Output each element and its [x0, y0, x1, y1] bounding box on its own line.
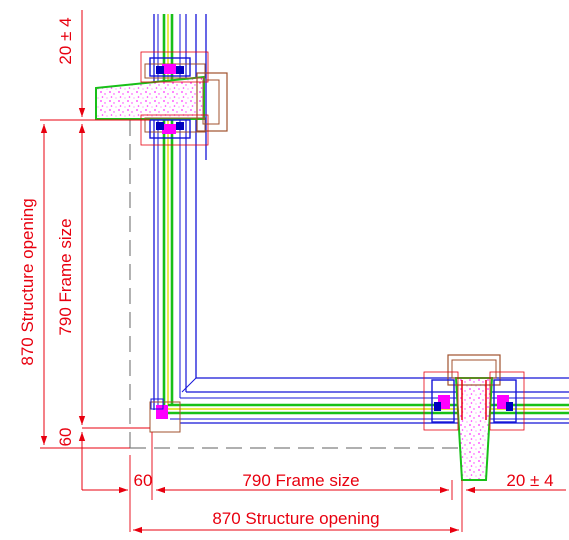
- vertical-frame-profile: [153, 14, 207, 410]
- bottom-offset-label: 60: [134, 471, 153, 490]
- left-frame-size-label: 790 Frame size: [56, 218, 75, 335]
- horizontal-frame-profile: [168, 377, 569, 424]
- left-structure-opening-label: 870 Structure opening: [18, 198, 37, 365]
- dimension-labels: 20 ± 4 870 Structure opening 790 Frame s…: [18, 17, 554, 528]
- right-tolerance-label: 20 ± 4: [506, 471, 553, 490]
- structure-outline: [129, 120, 460, 449]
- dimension-lines: [40, 10, 566, 534]
- bottom-frame-size-label: 790 Frame size: [242, 471, 359, 490]
- bottom-structure-opening-label: 870 Structure opening: [212, 509, 379, 528]
- left-offset-label: 60: [56, 428, 75, 447]
- top-slab-node: [95, 51, 228, 146]
- corner-joint: [149, 398, 181, 433]
- top-tolerance-label: 20 ± 4: [56, 17, 75, 64]
- right-slab-node: [423, 354, 525, 481]
- extension-lines: [40, 119, 463, 532]
